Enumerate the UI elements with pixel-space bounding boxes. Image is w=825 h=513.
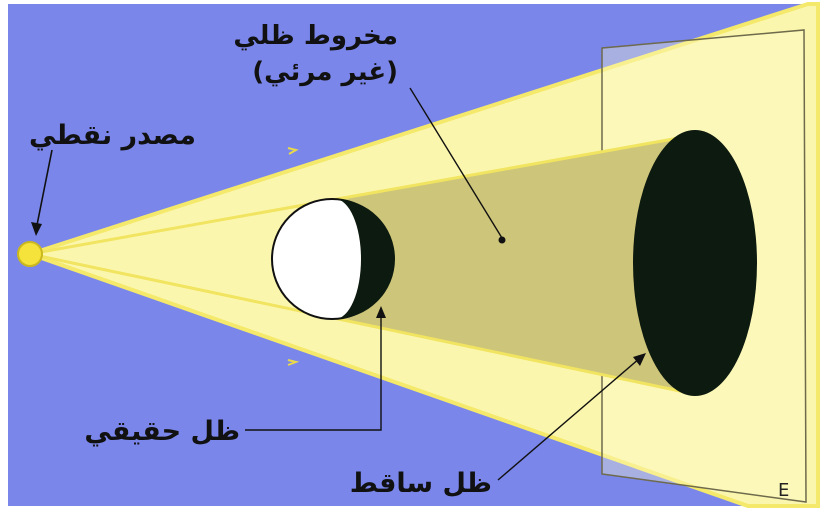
ray-upper [29, 134, 691, 256]
label-shadow-cone-line2: (غير مرئي) [252, 57, 398, 87]
point-source [17, 241, 43, 267]
pointer-point-source [35, 149, 53, 231]
pointer-shadow-cone [409, 87, 503, 239]
pointer-point-source-arrowhead [31, 222, 42, 236]
shadow-cone [335, 136, 694, 394]
pointer-cast-shadow [497, 357, 641, 481]
shadow-cone-dot [498, 236, 506, 244]
ray-lower [29, 252, 695, 396]
label-point-source: مصدر نقطي [29, 120, 196, 151]
pointer-cast-shadow-arrowhead [633, 353, 646, 366]
screen-mark: E [778, 480, 789, 501]
label-shadow-cone-line1: مخروط ظلي [233, 21, 398, 51]
ray-arrow-upper [287, 147, 299, 155]
label-true-shadow: ظل حقيقي [84, 416, 240, 447]
sphere-dark-side [335, 199, 395, 319]
ray-arrow-lower [287, 359, 300, 366]
cast-shadow [633, 130, 757, 396]
pointer-true-shadow [245, 314, 382, 431]
label-cast-shadow: ظل ساقط [350, 468, 492, 499]
pointer-true-shadow-arrowhead [376, 306, 386, 318]
